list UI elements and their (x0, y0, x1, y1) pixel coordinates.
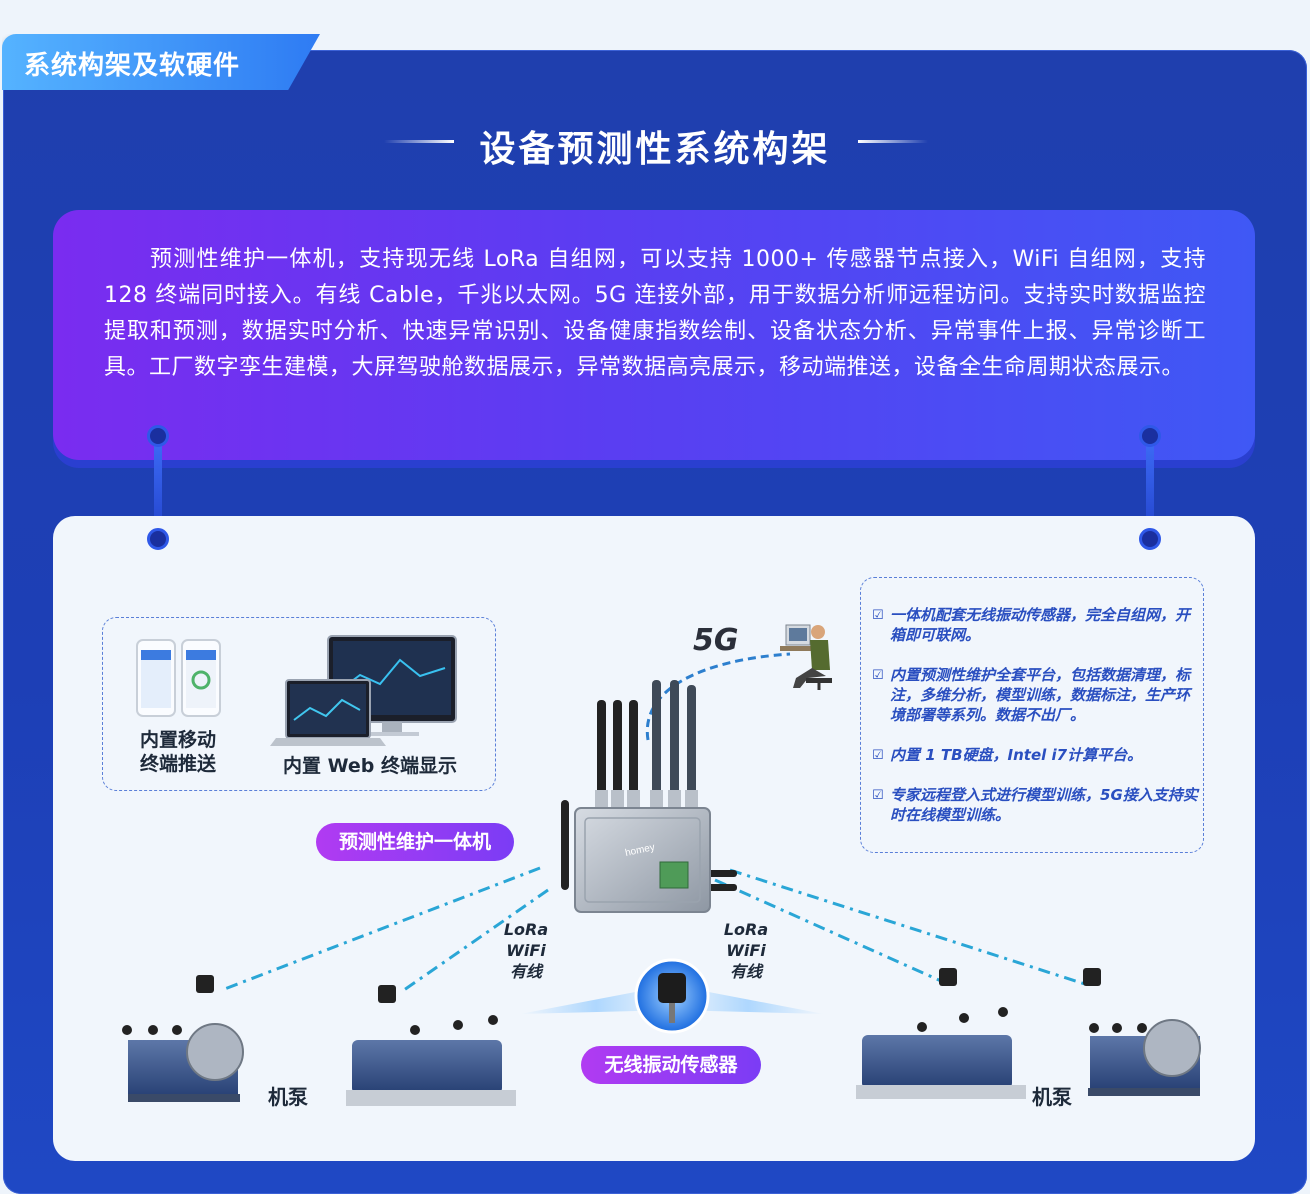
device-pill: 预测性维护一体机 (316, 823, 514, 861)
mobile-phones-icon (136, 639, 221, 717)
protocol-wired: 有线 (729, 962, 762, 981)
mobile-label: 内置移动 终端推送 (126, 728, 230, 776)
connector-dot (147, 425, 169, 447)
check-icon: ☑ (872, 668, 884, 683)
pump-right-1-icon (856, 968, 1026, 1099)
description-card (53, 210, 1255, 460)
fiveg-label: 5G (693, 623, 739, 658)
gateway-device-icon (561, 680, 737, 913)
feature-item: ☑ 专家远程登入式进行模型训练，5G接入支持实时在线模型训练。 (872, 785, 1202, 825)
beam-right (672, 985, 824, 1014)
check-icon: ☑ (872, 608, 884, 623)
protocol-right: LoRa WiFi 有线 (716, 919, 776, 982)
mobile-label-line2: 终端推送 (139, 753, 216, 775)
check-icon: ☑ (872, 748, 884, 763)
small-sensors (122, 1007, 1147, 1035)
terminal-box (102, 617, 496, 791)
page-title: 设备预测性系统构架 (479, 129, 831, 170)
wireless-links (221, 866, 1089, 992)
protocol-lora: LoRa (503, 920, 549, 939)
feature-box (860, 577, 1204, 853)
protocol-lora: LoRa (723, 920, 769, 939)
section-tab (2, 34, 320, 90)
connector-left (154, 438, 162, 542)
feature-item: ☑ 一体机配套无线振动传感器，完全自组网，开箱即可联网。 (872, 605, 1202, 645)
protocol-wired: 有线 (509, 962, 542, 981)
section-tab-label: 系统构架及软硬件 (24, 51, 241, 81)
feature-text: 专家远程登入式进行模型训练，5G接入支持实时在线模型训练。 (890, 786, 1198, 824)
feature-list: ☑ 一体机配套无线振动传感器，完全自组网，开箱即可联网。 ☑ 内置预测性维护全套平台… (872, 605, 1202, 845)
title-line-left (384, 140, 454, 143)
pump-right-2-icon (1083, 968, 1201, 1096)
web-label: 内置 Web 终端显示 (283, 755, 457, 777)
mobile-label-line1: 内置移动 (139, 729, 216, 751)
fiveg-link (645, 652, 791, 741)
pump-left-1-icon (128, 975, 244, 1102)
pump-label-left: 机泵 (268, 1085, 308, 1109)
connector-right (1146, 438, 1154, 542)
sensor-pill: 无线振动传感器 (581, 1046, 761, 1084)
protocol-left: LoRa WiFi 有线 (496, 919, 556, 982)
connector-dot (1139, 528, 1161, 550)
connector-dot (1139, 425, 1161, 447)
beam-left (520, 985, 672, 1014)
web-display-icon (270, 635, 457, 746)
vibration-sensor-icon (634, 958, 710, 1034)
pump-left-2-icon (346, 985, 516, 1106)
description-text: 预测性维护一体机，支持现无线 LoRa 自组网，可以支持 1000+ 传感器节点… (104, 247, 1206, 380)
check-icon: ☑ (872, 788, 884, 803)
feature-item: ☑ 内置预测性维护全套平台，包括数据清理，标注，多维分析，模型训练，数据标注，生产… (872, 665, 1202, 725)
feature-text: 一体机配套无线振动传感器，完全自组网，开箱即可联网。 (890, 606, 1191, 644)
pump-label-right: 机泵 (1032, 1085, 1072, 1109)
feature-text: 内置 1 TB硬盘，Intel i7计算平台。 (890, 746, 1143, 764)
connector-dot (147, 528, 169, 550)
protocol-wifi: WiFi (726, 941, 766, 960)
remote-analyst-icon (780, 624, 832, 690)
protocol-wifi: WiFi (506, 941, 546, 960)
feature-item: ☑ 内置 1 TB硬盘，Intel i7计算平台。 (872, 745, 1202, 765)
feature-text: 内置预测性维护全套平台，包括数据清理，标注，多维分析，模型训练，数据标注，生产环… (890, 666, 1191, 724)
